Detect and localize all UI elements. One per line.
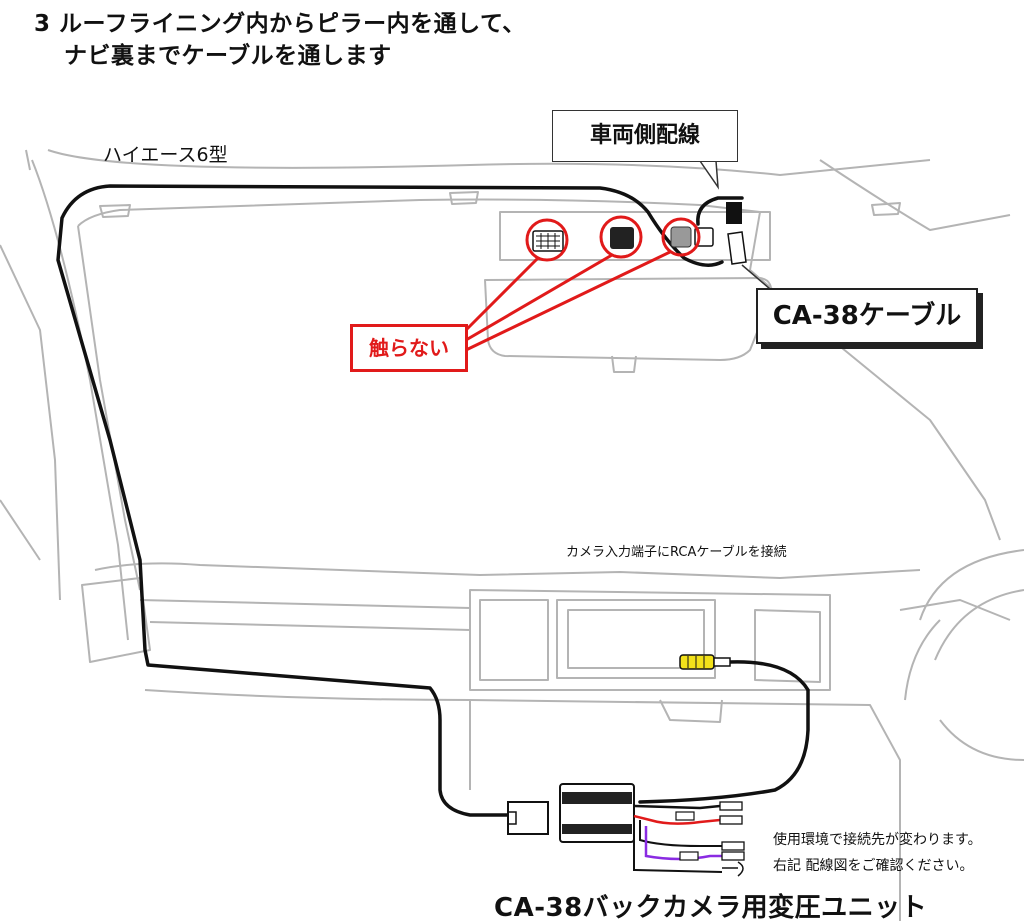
pointer-line-vent bbox=[464, 256, 540, 332]
mirror-stem bbox=[611, 355, 637, 373]
unit-connector-notch-icon bbox=[508, 811, 517, 825]
terminal-1-icon bbox=[719, 801, 743, 811]
callout-pointers bbox=[699, 160, 790, 290]
warning-circle-gray-switch bbox=[661, 217, 701, 257]
wiring-note-line1: 使用環境で接続先が変わります。 bbox=[773, 832, 982, 848]
ca38-connector-icon bbox=[727, 231, 747, 265]
warning-circle-dark-switch bbox=[599, 215, 643, 259]
pointer-line-dark-switch bbox=[465, 253, 613, 342]
rca-plug-ridges-icon bbox=[687, 656, 705, 668]
vehicle-wiring-callout: 車両側配線 bbox=[552, 110, 738, 162]
unit-connector-icon bbox=[507, 801, 549, 835]
wiring-note-line2: 右記 配線図をご確認ください。 bbox=[773, 858, 974, 874]
terminal-4-icon bbox=[721, 851, 745, 861]
center-vent-left bbox=[479, 599, 549, 681]
vehicle-wiring-cable bbox=[696, 196, 744, 226]
center-console bbox=[469, 589, 831, 691]
vehicle-model-label: ハイエース6型 bbox=[103, 144, 228, 166]
unit-output-wire-red bbox=[633, 814, 721, 825]
unit-output-wire-red-2 bbox=[639, 820, 722, 847]
a-pillar-left bbox=[77, 225, 141, 591]
windshield-outline bbox=[77, 198, 1001, 541]
navi-screen bbox=[556, 599, 716, 679]
step-title-line1: 3 ルーフライニング内からピラー内を通して、 bbox=[34, 11, 526, 37]
gray-switch-icon bbox=[670, 226, 692, 248]
steering-wheel-inner bbox=[934, 589, 1024, 661]
unit-label-band-icon bbox=[562, 792, 632, 804]
pillar-right bbox=[819, 159, 1011, 231]
unit-output-wire-purple bbox=[644, 826, 722, 861]
transformer-unit bbox=[507, 783, 745, 877]
vehicle-connector-icon bbox=[726, 202, 742, 224]
visor-clip-far bbox=[871, 202, 901, 216]
warning-circle-vent bbox=[525, 218, 569, 262]
vent-switch-grid-icon bbox=[536, 233, 560, 249]
rca-plug bbox=[679, 654, 731, 670]
pointer-line-gray-switch bbox=[465, 250, 671, 352]
visor-clip-left bbox=[99, 204, 131, 218]
step-title-line2: ナビ裏までケーブルを通します bbox=[64, 43, 392, 69]
air-vent-left bbox=[81, 577, 151, 663]
ground-fork-icon bbox=[722, 861, 744, 877]
terminal-3-icon bbox=[721, 841, 745, 851]
dark-switch-icon bbox=[610, 227, 634, 249]
lower-console bbox=[469, 699, 723, 790]
steering-wheel bbox=[904, 549, 1024, 761]
rca-cable bbox=[638, 660, 810, 804]
rca-plug-tip-icon bbox=[713, 657, 731, 667]
vehicle-outline bbox=[0, 149, 1024, 921]
cable-callout-pointer bbox=[741, 264, 790, 290]
unit-title: CA-38バックカメラ用変圧ユニット bbox=[494, 893, 928, 923]
unit-label-band2-icon bbox=[562, 824, 632, 834]
roof-panel bbox=[499, 211, 771, 261]
dash-right bbox=[899, 599, 1011, 621]
fuse-holder-icon bbox=[675, 811, 695, 821]
ca38-main-cable bbox=[56, 184, 724, 817]
rear-view-mirror bbox=[484, 277, 773, 361]
warning-markers bbox=[464, 215, 701, 352]
side-door-line bbox=[0, 244, 61, 601]
a-pillar-left-inner bbox=[31, 159, 129, 641]
fuse-holder-2-icon bbox=[679, 851, 699, 861]
unit-ground-wire bbox=[633, 834, 723, 873]
dashboard-ledge bbox=[139, 599, 471, 631]
do-not-touch-callout: 触らない bbox=[350, 324, 468, 372]
dashboard-top bbox=[94, 562, 921, 579]
rca-plug-body-icon bbox=[679, 654, 715, 670]
vehicle-wiring-pointer bbox=[699, 160, 719, 190]
ca38-cable-callout: CA-38ケーブル bbox=[756, 288, 978, 344]
roof-edge bbox=[25, 149, 931, 176]
visor-clip-right bbox=[449, 191, 479, 205]
camera-input-note: カメラ入力端子にRCAケーブルを接続 bbox=[566, 545, 787, 560]
center-vent-right bbox=[754, 609, 821, 683]
unit-output-wire-black bbox=[633, 804, 721, 810]
terminal-2-icon bbox=[719, 815, 743, 825]
